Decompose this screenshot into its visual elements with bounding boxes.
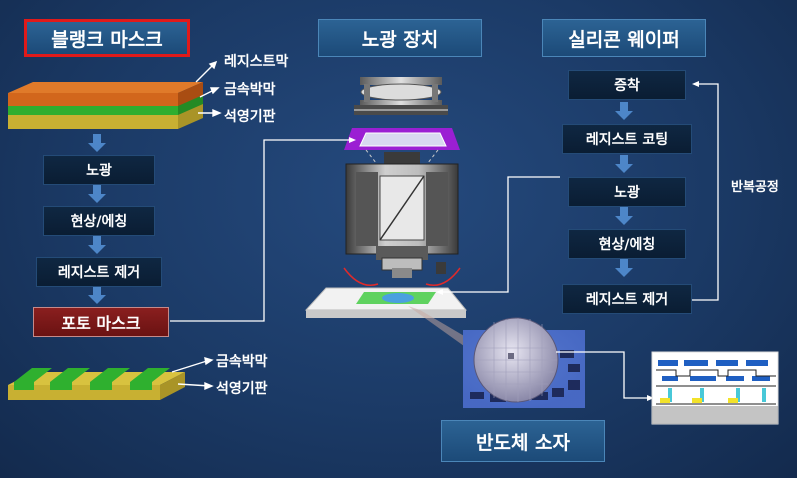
photo-quartz-substrate-label: 석영기판	[216, 381, 268, 397]
photo-layer-pointer-arrows	[171, 357, 214, 391]
wafer-to-stage-connector	[440, 176, 560, 293]
layer-pointer-arrows	[195, 60, 222, 118]
blank-mask-layer-stack	[8, 82, 203, 129]
wafer-step-resist-coating: 레지스트 코팅	[562, 124, 692, 154]
wafer-to-crosssection-connector	[556, 351, 650, 399]
blank-mask-header: 블랭크 마스크	[24, 19, 190, 57]
mask-flow-arrows	[88, 134, 106, 304]
device-cross-section	[651, 351, 779, 425]
repeat-loop-connector	[690, 83, 719, 301]
photo-mask-layer-stack	[8, 368, 185, 400]
wafer-step-develop-etch: 현상/에칭	[568, 229, 686, 259]
repeat-process-label: 반복공정	[731, 180, 779, 195]
wafer-step-resist-removal: 레지스트 제거	[562, 284, 692, 314]
exposure-equipment-illustration	[304, 77, 468, 318]
photo-metal-film-label: 금속박막	[216, 354, 268, 370]
photo-mask-to-reticle-connector	[170, 139, 352, 322]
mask-step-develop-etch: 현상/에칭	[43, 206, 155, 236]
mask-step-exposure: 노광	[43, 155, 155, 185]
metal-film-label: 금속박막	[224, 82, 276, 98]
semiconductor-device-header: 반도체 소자	[441, 420, 605, 462]
quartz-substrate-label: 석영기판	[224, 109, 276, 125]
exposure-equipment-header: 노광 장치	[318, 19, 482, 57]
photo-mask-box: 포토 마스크	[33, 307, 169, 337]
wafer-step-exposure: 노광	[568, 177, 686, 207]
wafer-flow-arrows	[615, 102, 633, 277]
mask-step-resist-removal: 레지스트 제거	[36, 257, 162, 287]
wafer-photo	[463, 317, 585, 408]
silicon-wafer-header: 실리콘 웨이퍼	[542, 19, 706, 57]
resist-film-label: 레지스트막	[224, 54, 289, 70]
wafer-step-deposition: 증착	[568, 70, 686, 100]
